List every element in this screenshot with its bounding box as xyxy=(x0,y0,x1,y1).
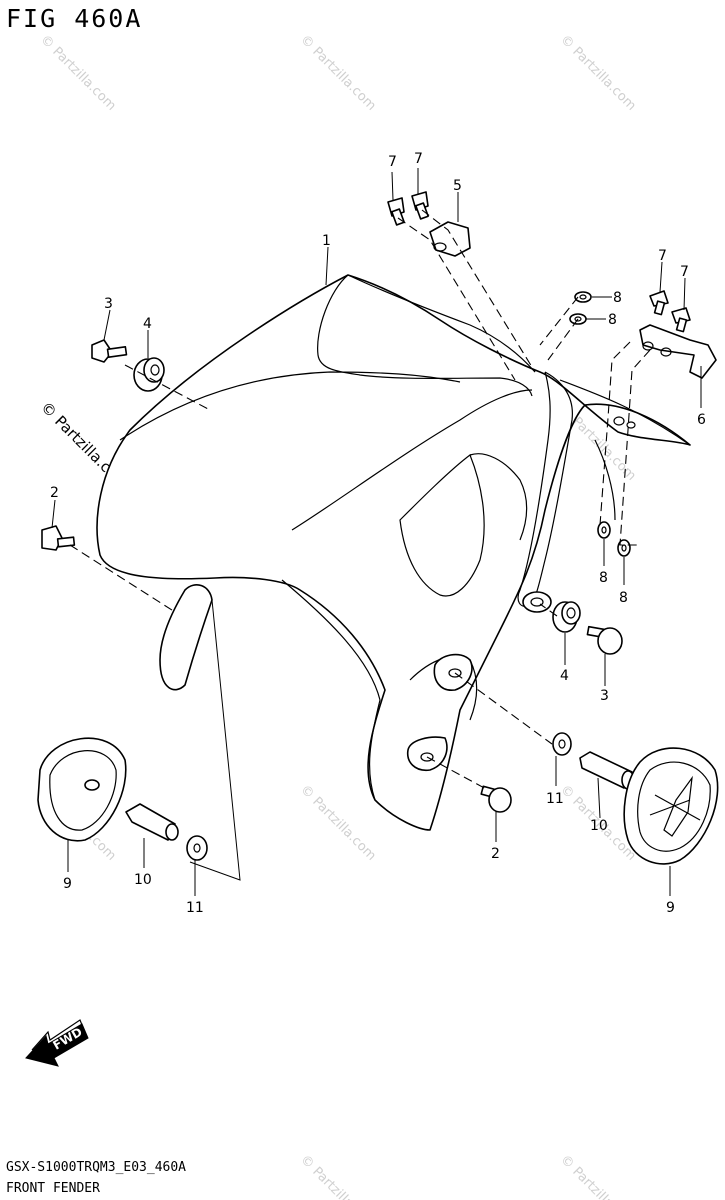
callout-8: 8 xyxy=(613,290,622,306)
callout-labels: 1 7 7 5 7 7 8 8 6 8 8 3 4 2 4 3 11 10 2 … xyxy=(50,151,706,916)
callout-3: 3 xyxy=(104,296,113,312)
nuts-part-8 xyxy=(569,291,631,557)
callout-9: 9 xyxy=(63,876,72,892)
forward-arrow: FWD xyxy=(25,1019,89,1067)
washer-bolt-right xyxy=(480,732,572,813)
callout-2: 2 xyxy=(491,846,500,862)
callout-8: 8 xyxy=(619,590,628,606)
callout-11: 11 xyxy=(186,900,204,916)
callout-10: 10 xyxy=(590,818,608,834)
watermark-text: © Partzilla.com xyxy=(297,782,379,864)
callout-1: 1 xyxy=(322,233,331,249)
callout-4: 4 xyxy=(560,668,569,684)
watermark-text: © Partzilla.com xyxy=(557,1152,639,1200)
watermark-text: © Partzilla.com xyxy=(297,1152,379,1200)
callout-8: 8 xyxy=(599,570,608,586)
callout-7: 7 xyxy=(658,248,667,264)
callout-8: 8 xyxy=(608,312,617,328)
bolt-grommet-upper-left xyxy=(91,339,165,392)
callout-5: 5 xyxy=(453,178,462,194)
leader-lines xyxy=(51,168,702,896)
callout-2: 2 xyxy=(50,485,59,501)
reflector-right xyxy=(579,747,719,865)
callout-7: 7 xyxy=(388,154,397,170)
callout-9: 9 xyxy=(666,900,675,916)
figure-title: FIG 460A xyxy=(6,4,143,33)
figure-code: GSX-S1000TRQM3_E03_460A xyxy=(6,1160,187,1175)
bracket-part-6 xyxy=(639,290,717,379)
watermark-text: © Partzilla.com xyxy=(557,32,639,114)
figure-name: FRONT FENDER xyxy=(6,1181,100,1196)
watermark-text: © Partzilla.com xyxy=(297,32,379,114)
front-fender-part xyxy=(96,274,691,831)
reflector-left xyxy=(37,737,208,861)
callout-10: 10 xyxy=(134,872,152,888)
bracket-part-5 xyxy=(387,191,471,257)
bolt-grommet-right xyxy=(552,601,623,655)
assembly-lines xyxy=(69,209,651,881)
callout-7: 7 xyxy=(414,151,423,167)
callout-3: 3 xyxy=(600,688,609,704)
callout-7: 7 xyxy=(680,264,689,280)
callout-11: 11 xyxy=(546,791,564,807)
callout-6: 6 xyxy=(697,412,706,428)
bolt-part-2-left xyxy=(41,525,76,551)
callout-4: 4 xyxy=(143,316,152,332)
watermark-text: © Partzilla.com xyxy=(37,32,119,114)
